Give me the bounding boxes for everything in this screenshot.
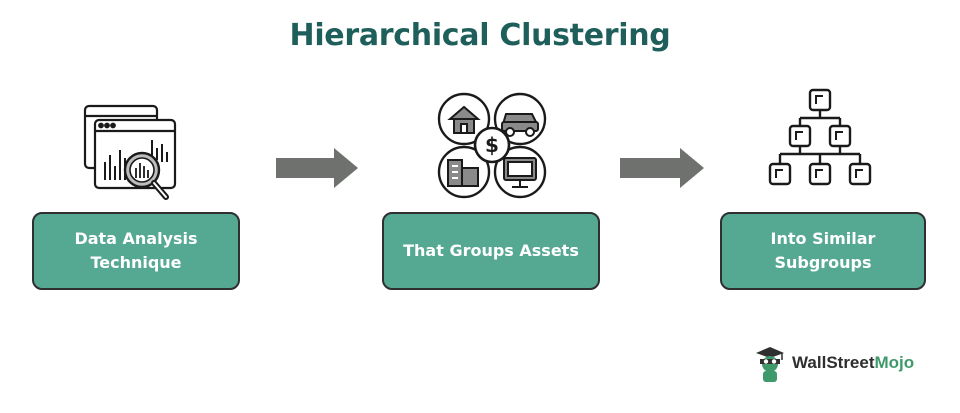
wallstreetmojo-logo: WallStreetMojo xyxy=(752,345,942,385)
svg-text:$: $ xyxy=(485,133,499,157)
brand-name: WallStreetMojo xyxy=(792,353,915,372)
diagram-title: Hierarchical Clustering xyxy=(289,18,671,53)
step-label: Data Analysis Technique xyxy=(74,229,198,272)
step-label: That Groups Assets xyxy=(403,241,579,260)
arrow-right-icon xyxy=(276,148,358,188)
data-analysis-icon xyxy=(80,100,190,208)
brand-mascot-icon xyxy=(756,347,784,382)
arrow-right-icon xyxy=(620,148,704,188)
step-box-similar-subgroups: Into Similar Subgroups xyxy=(720,212,926,290)
hierarchy-tree-icon xyxy=(764,86,880,198)
assets-group-icon: $ xyxy=(434,92,550,200)
step-box-groups-assets: That Groups Assets xyxy=(382,212,600,290)
step-label: Into Similar Subgroups xyxy=(770,229,876,272)
step-box-data-analysis: Data Analysis Technique xyxy=(32,212,240,290)
